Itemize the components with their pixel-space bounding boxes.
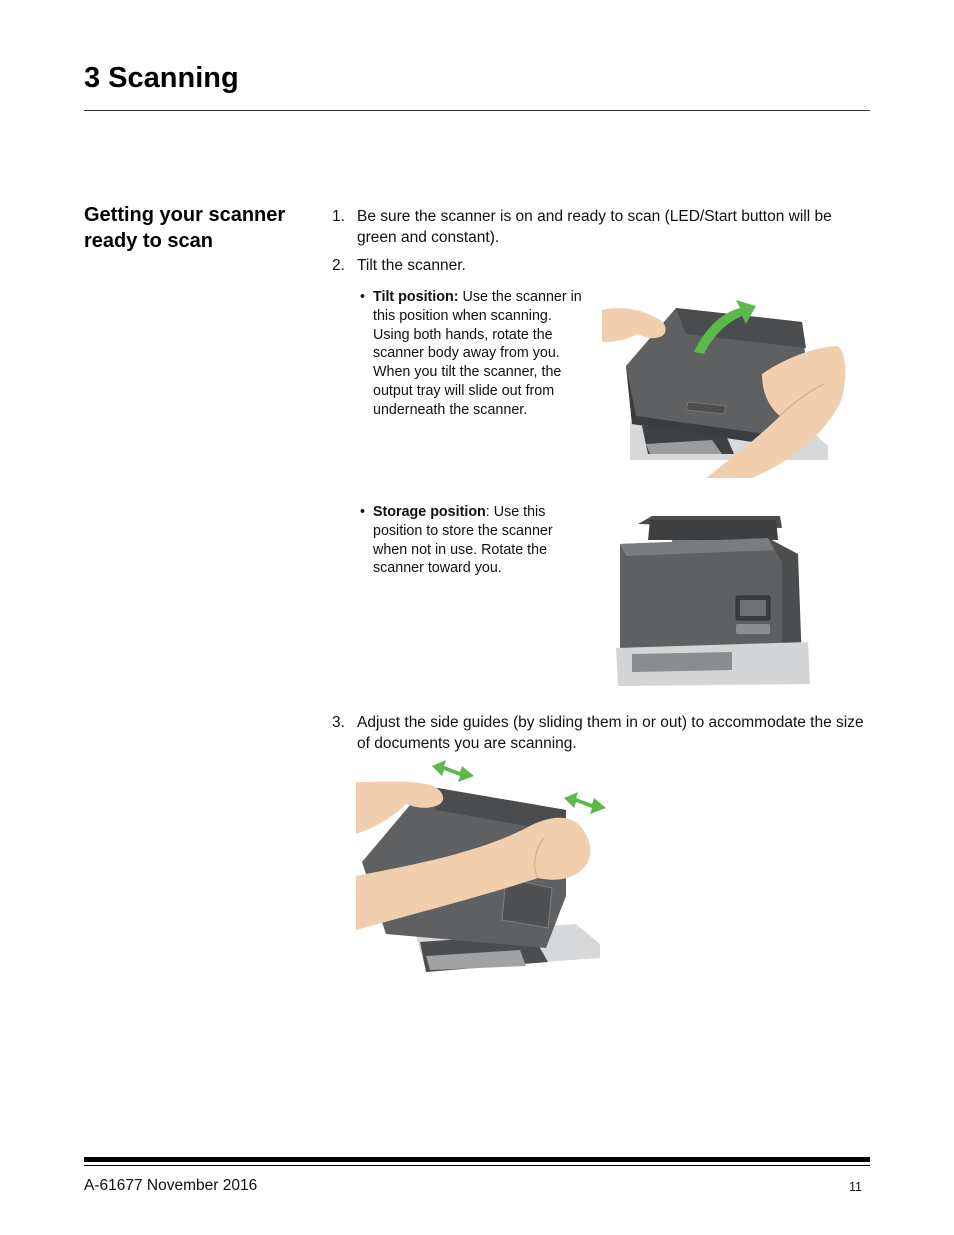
- step-number: 3.: [332, 714, 345, 731]
- step-text: Tilt the scanner.: [357, 257, 466, 274]
- bullet-storage-position: • Storage position: Use this position to…: [360, 503, 586, 583]
- title-divider: [84, 110, 870, 111]
- step-3: 3. Adjust the side guides (by sliding th…: [332, 712, 872, 756]
- footer-rule-thin: [84, 1165, 870, 1166]
- figure-storage-position: [612, 514, 814, 688]
- footer-rule-thick: [84, 1157, 870, 1162]
- section-heading: Getting your scanner ready to scan: [84, 204, 286, 252]
- figure-tilt-position: [602, 294, 848, 478]
- storage-scanner-illustration: [616, 516, 810, 686]
- footer-document-id: A-61677 November 2016: [84, 1177, 258, 1194]
- bullet-tilt-position: • Tilt position: Use the scanner in this…: [360, 288, 586, 428]
- bullet-text: : Use this position to store the scanner…: [373, 504, 553, 577]
- step-1: 1. Be sure the scanner is on and ready t…: [332, 206, 872, 250]
- bullet-text: Use the scanner in this position when sc…: [373, 289, 582, 418]
- bullet-label: Tilt position:: [373, 289, 459, 305]
- figure-side-guides: [356, 758, 616, 1006]
- tilt-scanner-illustration: [602, 300, 846, 478]
- step-text: Adjust the side guides (by sliding them …: [357, 714, 864, 752]
- step-2: 2. Tilt the scanner.: [332, 255, 872, 277]
- bullet-dot: •: [360, 289, 366, 305]
- page-number: 11: [849, 1180, 862, 1194]
- bullet-label: Storage position: [373, 504, 486, 520]
- side-guides-illustration: [356, 760, 606, 972]
- bullet-dot: •: [360, 504, 366, 520]
- step-text: Be sure the scanner is on and ready to s…: [357, 208, 832, 246]
- chapter-title: 3 Scanning: [84, 62, 239, 94]
- step-number: 1.: [332, 208, 345, 225]
- step-number: 2.: [332, 257, 345, 274]
